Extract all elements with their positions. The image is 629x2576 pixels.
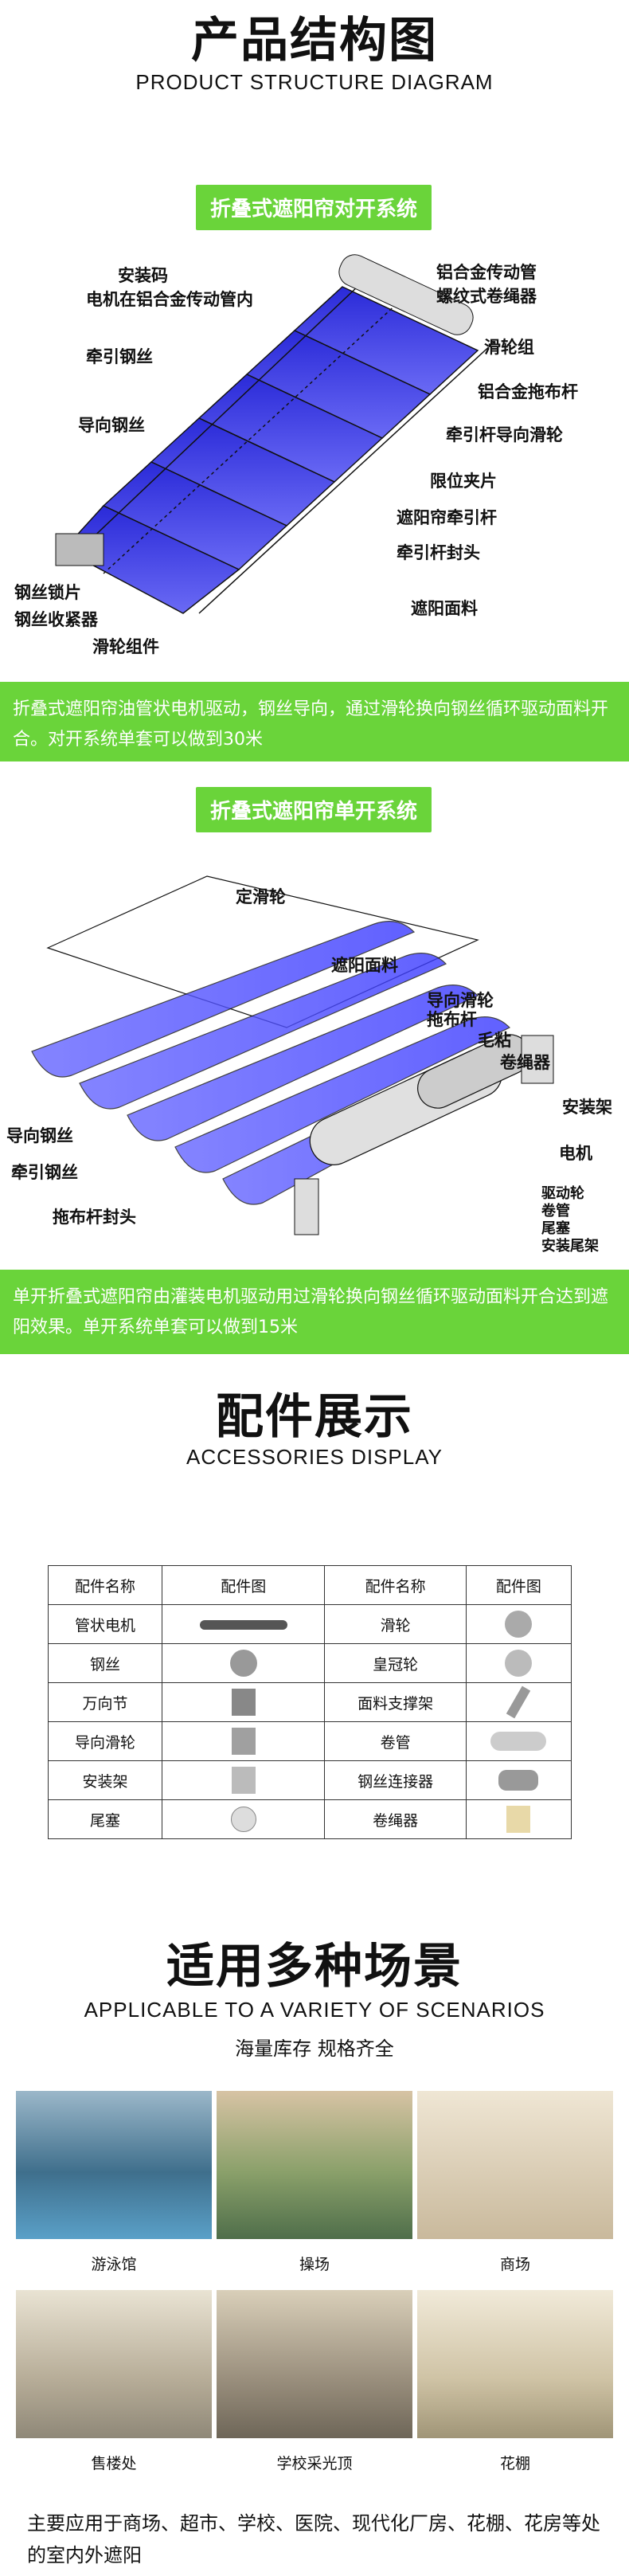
scene-caption: 商场	[499, 2256, 530, 2273]
header-name: 配件名称	[324, 1565, 467, 1605]
header-name: 配件名称	[48, 1565, 162, 1605]
scenes-footer: 主要应用于商场、超市、学校、医院、现代化厂房、花棚、花房等处的室内外遮阳	[27, 2512, 600, 2566]
accessories-title: 配件展示	[216, 1389, 413, 1445]
scene-caption: 游泳馆	[91, 2256, 137, 2273]
label-motor: 电机	[559, 1144, 592, 1163]
label-bar-end-cap: 牵引杆封头	[397, 543, 480, 562]
header-image: 配件图	[161, 1565, 326, 1605]
label-wire-tightener: 钢丝收紧器	[14, 610, 98, 629]
accessory-image	[465, 1721, 572, 1761]
accessory-image	[161, 1682, 326, 1722]
table-row: 管状电机 滑轮	[48, 1604, 572, 1644]
label-end-bracket: 安装尾架	[541, 1238, 599, 1255]
single-system-diagram	[31, 875, 554, 1235]
single-system-pill: 折叠式遮阳帘单开系统	[196, 787, 432, 832]
label-guide-pulley: 导向滑轮	[427, 991, 494, 1010]
label-fixed-pulley: 定滑轮	[236, 887, 286, 906]
label-guide-wire: 导向钢丝	[78, 416, 145, 435]
accessory-name: 管状电机	[48, 1604, 162, 1644]
scene-photo-pool	[16, 2091, 212, 2239]
accessory-image	[465, 1760, 572, 1800]
accessory-image	[465, 1604, 572, 1644]
scene-photo-school-skylight	[217, 2290, 412, 2438]
scenes-title-en: APPLICABLE TO A VARIETY OF SCENARIOS	[84, 1998, 545, 2022]
label-limit-clip: 限位夹片	[430, 472, 497, 491]
label-roll-tube: 卷管	[541, 1203, 570, 1219]
label-shade-fabric: 遮阳面料	[411, 599, 478, 618]
accessory-name: 皇冠轮	[324, 1643, 467, 1683]
scene-photo-mall	[417, 2091, 613, 2239]
split-system-pill: 折叠式遮阳帘对开系统	[196, 185, 432, 230]
header-image: 配件图	[465, 1565, 572, 1605]
table-row: 万向节 面料支撑架	[48, 1682, 572, 1722]
accessory-name: 安装架	[48, 1760, 162, 1800]
label-traction-wire-2: 牵引钢丝	[11, 1163, 78, 1182]
structure-title: 产品结构图	[191, 13, 438, 69]
accessory-image	[161, 1604, 326, 1644]
scene-caption: 学校采光顶	[276, 2455, 353, 2472]
scene-photo-sales-office	[16, 2290, 212, 2438]
label-mop-bar: 拖布杆	[427, 1010, 477, 1029]
table-row: 导向滑轮 卷管	[48, 1721, 572, 1761]
accessory-image	[161, 1760, 326, 1800]
structure-title-en: PRODUCT STRUCTURE DIAGRAM	[135, 70, 494, 94]
accessory-image	[161, 1643, 326, 1683]
split-system-desc: 折叠式遮阳帘油管状电机驱动，钢丝导向，通过滑轮换向钢丝循环驱动面料开合。对开系统…	[0, 682, 629, 761]
scene-caption: 操场	[299, 2256, 330, 2273]
label-traction-bar: 遮阳帘牵引杆	[397, 508, 497, 527]
single-system-desc: 单开折叠式遮阳帘由灌装电机驱动用过滑轮换向钢丝循环驱动面料开合达到遮阳效果。单开…	[0, 1270, 629, 1354]
accessory-image	[465, 1799, 572, 1839]
label-end-plug: 尾塞	[541, 1220, 570, 1237]
table-row: 安装架 钢丝连接器	[48, 1760, 572, 1800]
label-alu-tube: 铝合金传动管	[436, 263, 537, 282]
label-wire-lock: 钢丝锁片	[14, 583, 81, 602]
table-header-row: 配件名称 配件图 配件名称 配件图	[48, 1565, 572, 1605]
scene-photo-greenhouse	[417, 2290, 613, 2438]
accessory-name: 卷管	[324, 1721, 467, 1761]
accessory-name: 导向滑轮	[48, 1721, 162, 1761]
label-alu-mop-bar: 铝合金拖布杆	[478, 382, 578, 401]
label-velcro: 毛粘	[478, 1031, 511, 1050]
label-bar-guide-pulley: 牵引杆导向滑轮	[446, 425, 563, 444]
label-pulley-group: 滑轮组	[484, 338, 534, 357]
table-row: 尾塞 卷绳器	[48, 1799, 572, 1839]
scenes-subtitle: 海量库存 规格齐全	[235, 2038, 394, 2060]
accessory-name: 卷绳器	[324, 1799, 467, 1839]
accessory-name: 滑轮	[324, 1604, 467, 1644]
accessory-image	[465, 1682, 572, 1722]
label-drive-wheel: 驱动轮	[541, 1185, 584, 1202]
label-mount-code: 安装码	[118, 266, 168, 285]
label-traction-wire: 牵引钢丝	[86, 347, 153, 366]
split-system-diagram	[55, 254, 494, 614]
accessory-image	[465, 1643, 572, 1683]
table-row: 钢丝 皇冠轮	[48, 1643, 572, 1683]
label-guide-wire-2: 导向钢丝	[6, 1126, 73, 1145]
accessory-name: 面料支撑架	[324, 1682, 467, 1722]
accessory-name: 尾塞	[48, 1799, 162, 1839]
scene-caption: 花棚	[499, 2455, 530, 2472]
label-bar-end-cap-2: 拖布杆封头	[53, 1208, 136, 1227]
accessory-name: 万向节	[48, 1682, 162, 1722]
label-fabric-2: 遮阳面料	[331, 956, 398, 975]
scenes-title: 适用多种场景	[166, 1939, 463, 1995]
label-motor-in-tube: 电机在铝合金传动管内	[86, 290, 253, 309]
scene-caption: 售楼处	[91, 2455, 137, 2472]
scene-photo-playground	[217, 2091, 412, 2239]
label-rope-winder: 螺纹式卷绳器	[436, 287, 537, 306]
accessories-table: 配件名称 配件图 配件名称 配件图 管状电机 滑轮 钢丝 皇冠轮 万向节 面料支…	[48, 1565, 572, 1839]
accessory-image	[161, 1799, 326, 1839]
label-pulley-assembly: 滑轮组件	[92, 637, 159, 656]
label-mount-bracket: 安装架	[562, 1098, 612, 1117]
label-rope-winder-2: 卷绳器	[500, 1053, 550, 1072]
accessory-image	[161, 1721, 326, 1761]
accessory-name: 钢丝	[48, 1643, 162, 1683]
accessory-name: 钢丝连接器	[324, 1760, 467, 1800]
accessories-title-en: ACCESSORIES DISPLAY	[186, 1445, 443, 1469]
